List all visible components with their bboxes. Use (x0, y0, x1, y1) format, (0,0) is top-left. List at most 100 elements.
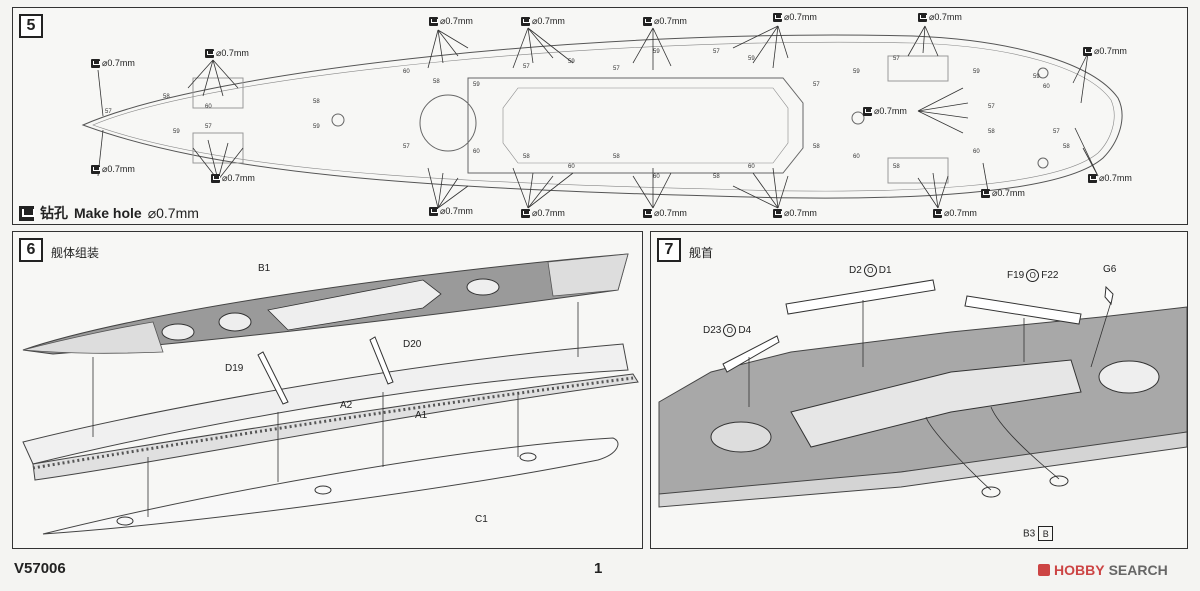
part-d19 (257, 351, 289, 405)
deck-part-number: 60 (853, 154, 860, 160)
part-d23-d4 (722, 335, 780, 373)
deck-part-number: 58 (613, 154, 620, 160)
deck-part-number: 60 (403, 69, 410, 75)
drill-icon (91, 165, 100, 174)
part-f19-f22 (964, 295, 1082, 325)
hole-callout: ⌀0.7mm (933, 208, 977, 219)
deck-part-number: 57 (105, 109, 112, 115)
deck-part-number: 58 (163, 94, 170, 100)
drill-icon (91, 59, 100, 68)
hole-callout: ⌀0.7mm (429, 16, 473, 27)
deck-part-number: 57 (613, 66, 620, 72)
hole-callout: ⌀0.7mm (205, 48, 249, 59)
part-label-d20: D20 (403, 339, 422, 350)
drill-icon (1088, 174, 1097, 183)
deck-part-number: 60 (568, 164, 575, 170)
drill-icon (19, 205, 35, 221)
deck-part-number: 58 (713, 174, 720, 180)
deck-part-number: 57 (1053, 129, 1060, 135)
deck-part-number: 59 (473, 82, 480, 88)
deck-part-number: 59 (748, 56, 755, 62)
hole-callout: ⌀0.7mm (773, 208, 817, 219)
step-7-number: 7 (657, 238, 681, 262)
part-d20 (369, 336, 394, 385)
hole-callout: ⌀0.7mm (521, 16, 565, 27)
deck-part-number: 59 (173, 129, 180, 135)
drill-icon (643, 209, 652, 218)
drill-icon (429, 207, 438, 216)
step-6-panel: 6 舰体组装 B1 D20 D19 A2 (12, 231, 643, 549)
drill-icon (643, 17, 652, 26)
deck-part-number: 60 (653, 174, 660, 180)
step-7-title: 舰首 (689, 246, 714, 260)
step-6-number: 6 (19, 238, 43, 262)
deck-part-number: 59 (973, 69, 980, 75)
deck-part-number: 57 (713, 49, 720, 55)
drill-icon (981, 189, 990, 198)
hole-callout: ⌀0.7mm (211, 173, 255, 184)
deck-part-number: 58 (1063, 144, 1070, 150)
deck-part-number: 59 (568, 59, 575, 65)
hole-callout: ⌀0.7mm (863, 106, 907, 117)
deck-part-number: 60 (973, 149, 980, 155)
deck-part-number: 58 (313, 99, 320, 105)
hole-callout: ⌀0.7mm (1088, 173, 1132, 184)
deck-part-number: 58 (813, 144, 820, 150)
part-label-c1: C1 (475, 514, 488, 525)
deck-outline (81, 34, 1123, 199)
deck-part-number: 58 (893, 164, 900, 170)
drill-icon (863, 107, 872, 116)
drill-icon (429, 17, 438, 26)
drill-icon (211, 174, 220, 183)
part-d2-d1 (785, 279, 936, 315)
drill-icon (933, 209, 942, 218)
hole-callout: ⌀0.7mm (773, 12, 817, 23)
step-6-title: 舰体组装 (51, 246, 100, 260)
hole-callout: ⌀0.7mm (91, 164, 135, 175)
hole-callout: ⌀0.7mm (643, 16, 687, 27)
hull-a1 (32, 373, 639, 481)
deck-part-number: 57 (403, 144, 410, 150)
make-hole-legend: 钻孔 Make hole ⌀0.7mm (19, 203, 205, 223)
deck-part-number: 59 (653, 49, 660, 55)
part-label-d19: D19 (225, 363, 244, 374)
hole-callout: ⌀0.7mm (981, 188, 1025, 199)
hobby-search-logo-icon (1038, 564, 1050, 576)
superstructure-outline (467, 77, 804, 174)
part-g6 (1104, 285, 1114, 306)
hull-c1 (42, 437, 619, 535)
deck-part-number: 60 (1043, 84, 1050, 90)
deck-part-number: 59 (1033, 74, 1040, 80)
part-label-a2: A2 (340, 400, 353, 411)
turret-aft (419, 94, 477, 152)
deck-part-number: 60 (473, 149, 480, 155)
hull-a2 (22, 343, 629, 465)
hole-callout: ⌀0.7mm (1083, 46, 1127, 57)
hole-callout: ⌀0.7mm (918, 12, 962, 23)
deck-part-number: 59 (313, 124, 320, 130)
deck-part-number: 58 (433, 79, 440, 85)
drill-icon (773, 209, 782, 218)
deck-part-number: 57 (893, 56, 900, 62)
hole-callout: ⌀0.7mm (643, 208, 687, 219)
hole-leader-lines (97, 25, 1099, 209)
deck-part-number: 57 (205, 124, 212, 130)
deck-inner-outline (92, 41, 1115, 192)
deck-part-number: 57 (988, 104, 995, 110)
drill-icon (918, 13, 927, 22)
deck-part-number: 59 (853, 69, 860, 75)
deck-part-number: 57 (523, 64, 530, 70)
assembly-arrows (748, 300, 1112, 491)
drill-icon (1083, 47, 1092, 56)
assembly-arrows (92, 302, 579, 517)
deck-part-number: 60 (748, 164, 755, 170)
deck-part-number: 58 (988, 129, 995, 135)
hole-callout: ⌀0.7mm (91, 58, 135, 69)
drill-icon (521, 17, 530, 26)
deck-part-number: 58 (523, 154, 530, 160)
